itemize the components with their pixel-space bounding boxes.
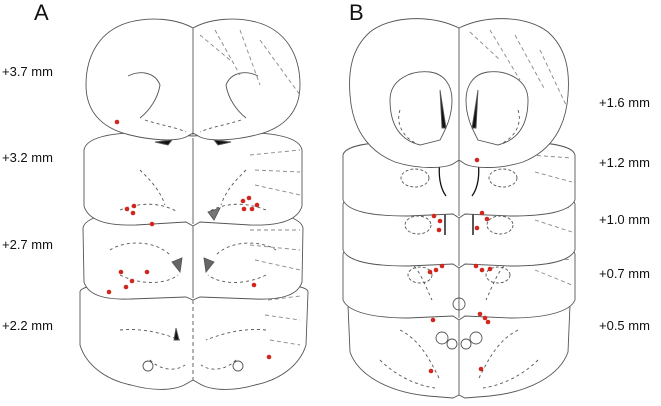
panel-a-level-3: +2.7 mm <box>2 237 53 252</box>
injection-markers <box>106 119 493 374</box>
section-a2 <box>83 132 303 227</box>
panel-b-level-4: +0.7 mm <box>599 266 650 281</box>
panel-b-level-1: +1.6 mm <box>599 95 650 110</box>
panel-a-level-2: +3.2 mm <box>2 150 53 165</box>
panel-a-level-1: +3.7 mm <box>2 64 53 79</box>
section-a1 <box>85 18 301 146</box>
panel-b-level-5: +0.5 mm <box>599 318 650 333</box>
panel-a-level-4: +2.2 mm <box>2 318 53 333</box>
panel-b-level-3: +1.0 mm <box>599 212 650 227</box>
panel-a-letter: A <box>34 0 49 25</box>
section-a3 <box>82 212 304 301</box>
section-b1 <box>349 18 569 168</box>
panel-b-letter: B <box>349 0 364 25</box>
panel-b-level-2: +1.2 mm <box>599 155 650 170</box>
